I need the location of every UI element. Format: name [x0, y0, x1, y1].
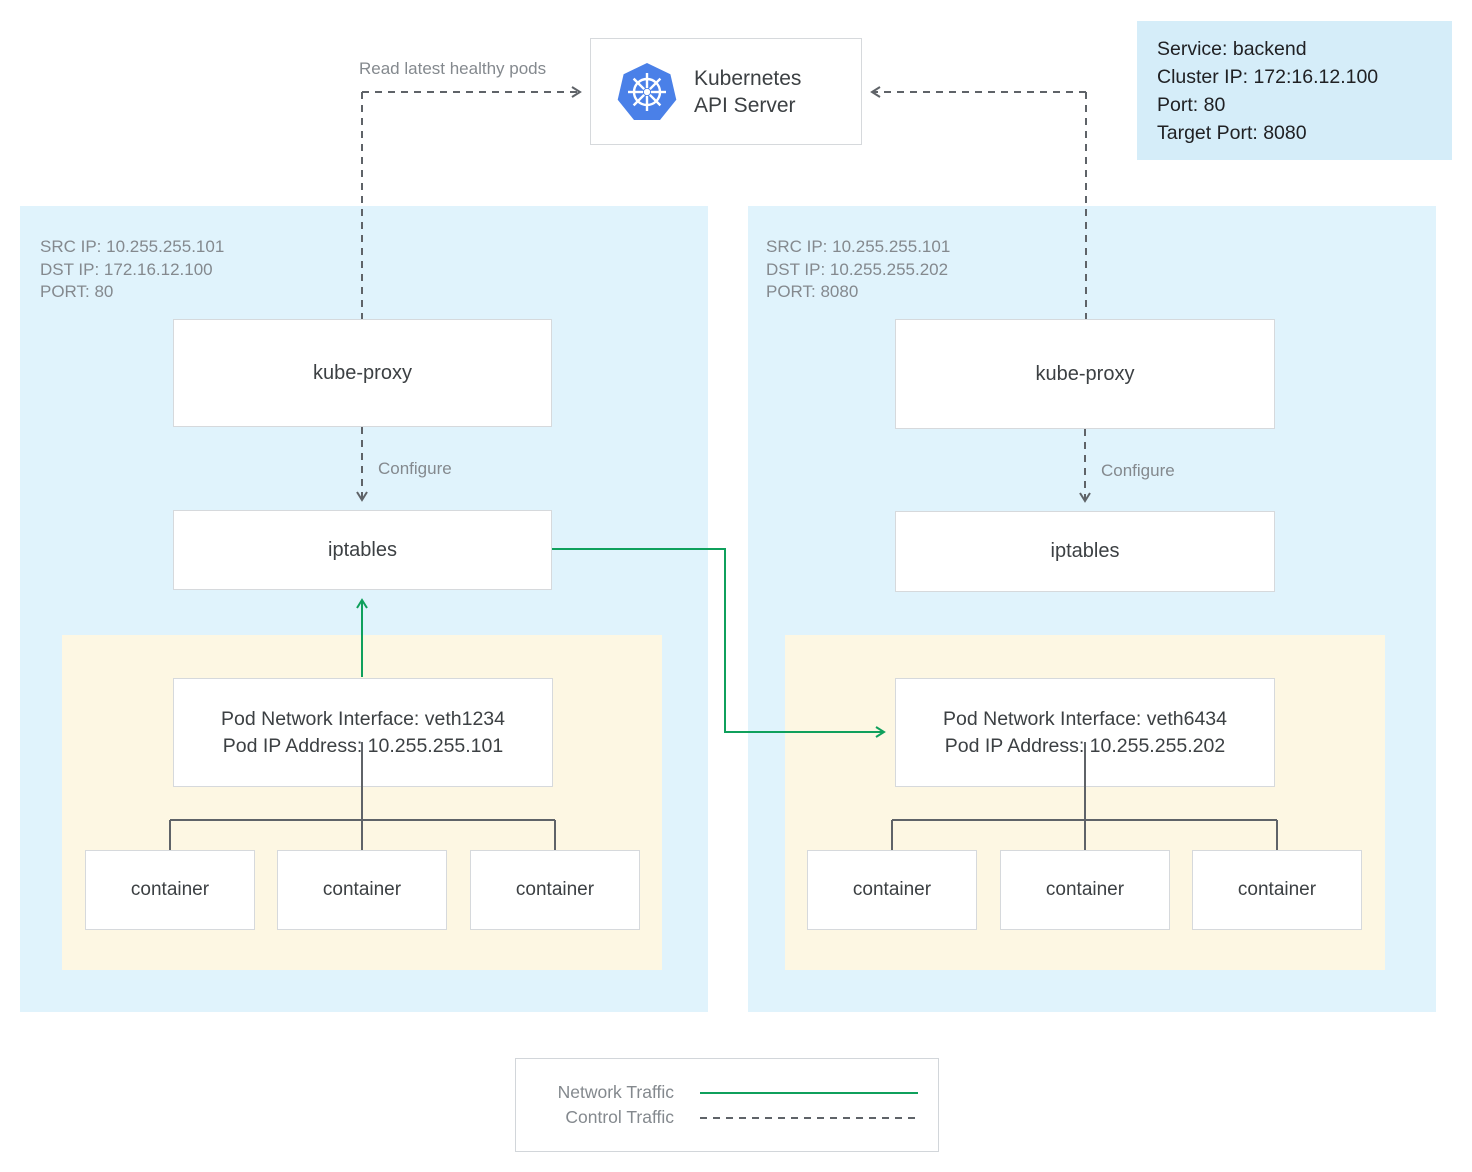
- network-traffic-line-sample: [700, 1091, 918, 1094]
- kube-proxy-label-right: kube-proxy: [1035, 362, 1135, 385]
- node-right-dst-ip: DST IP: 10.255.255.202: [766, 259, 949, 279]
- container-box: container: [1192, 850, 1362, 930]
- configure-label-left: Configure: [378, 459, 452, 478]
- node-right-port: PORT: 8080: [766, 282, 859, 301]
- pod-interface-box-right: Pod Network Interface: veth6434 Pod IP A…: [895, 678, 1275, 787]
- service-name: Service: backend: [1157, 38, 1307, 60]
- api-server-box: Kubernetes API Server: [590, 38, 862, 145]
- kube-proxy-label-left: kube-proxy: [313, 361, 412, 384]
- node-left-src-ip: SRC IP: 10.255.255.101: [40, 237, 225, 256]
- container-label: container: [1237, 879, 1317, 900]
- node-left-meta: SRC IP: 10.255.255.101 DST IP: 172.16.12…: [40, 236, 224, 304]
- pod-interface-left-line1: Pod Network Interface: veth1234: [221, 707, 505, 730]
- container-box: container: [85, 850, 255, 930]
- container-box: container: [1000, 850, 1170, 930]
- container-box: container: [470, 850, 640, 930]
- container-label: container: [852, 879, 932, 900]
- api-server-label: Kubernetes API Server: [694, 65, 801, 119]
- container-label: container: [322, 879, 402, 900]
- service-info-box: Service: backend Cluster IP: 172:16.12.1…: [1137, 21, 1452, 160]
- api-server-label-line1: Kubernetes: [694, 66, 802, 90]
- service-port: Port: 80: [1157, 94, 1226, 116]
- container-box: container: [277, 850, 447, 930]
- node-left-port: PORT: 80: [40, 282, 114, 301]
- pod-interface-box-left: Pod Network Interface: veth1234 Pod IP A…: [173, 678, 553, 787]
- service-cluster-ip: Cluster IP: 172:16.12.100: [1157, 66, 1379, 88]
- legend-network-label: Network Traffic: [557, 1082, 674, 1102]
- legend-control-label: Control Traffic: [565, 1107, 674, 1127]
- container-box: container: [807, 850, 977, 930]
- configure-label-right: Configure: [1101, 461, 1175, 480]
- node-right-meta: SRC IP: 10.255.255.101 DST IP: 10.255.25…: [766, 236, 950, 304]
- legend-network-row: Network Traffic: [516, 1080, 938, 1105]
- api-server-label-line2: API Server: [694, 93, 796, 117]
- kube-proxy-box-left: kube-proxy: [173, 319, 552, 427]
- node-left-dst-ip: DST IP: 172.16.12.100: [40, 259, 213, 279]
- iptables-label-left: iptables: [328, 538, 397, 561]
- container-label: container: [515, 879, 595, 900]
- kubernetes-logo-icon: [617, 62, 677, 120]
- container-label: container: [130, 879, 210, 900]
- pod-interface-right-line1: Pod Network Interface: veth6434: [943, 707, 1227, 730]
- legend-box: Network Traffic Control Traffic: [515, 1058, 939, 1152]
- iptables-label-right: iptables: [1050, 540, 1120, 562]
- pod-interface-right-line2: Pod IP Address: 10.255.255.202: [944, 734, 1226, 757]
- kube-proxy-box-right: kube-proxy: [895, 319, 1275, 429]
- node-right-src-ip: SRC IP: 10.255.255.101: [766, 237, 951, 256]
- pod-interface-left-line2: Pod IP Address: 10.255.255.101: [222, 734, 504, 757]
- iptables-box-right: iptables: [895, 511, 1275, 592]
- read-latest-healthy-pods-label: Read latest healthy pods: [359, 59, 547, 78]
- iptables-box-left: iptables: [173, 510, 552, 590]
- service-target-port: Target Port: 8080: [1157, 122, 1307, 144]
- legend-control-row: Control Traffic: [516, 1105, 938, 1130]
- control-traffic-line-sample: [700, 1116, 918, 1119]
- container-label: container: [1045, 879, 1125, 900]
